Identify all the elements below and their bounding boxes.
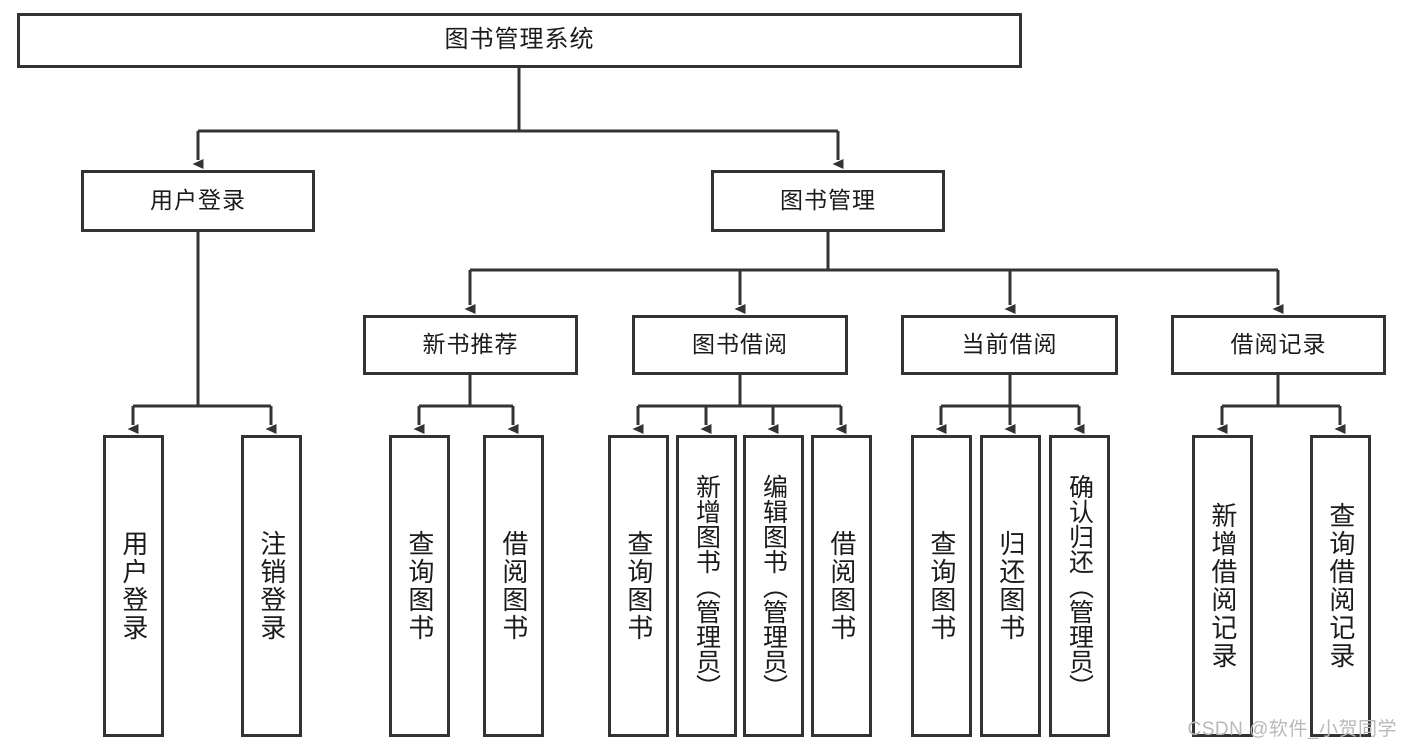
node-user-login[interactable]: 用户登录 — [81, 170, 315, 232]
node-label: 图书管理 — [780, 187, 876, 214]
leaf-current-borrow-confirm-return[interactable]: 确认归还（管理员） — [1049, 435, 1110, 737]
leaf-user-login-signin[interactable]: 用户登录 — [103, 435, 164, 737]
node-label: 用户登录 — [118, 530, 149, 642]
node-label: 查询借阅记录 — [1325, 502, 1356, 670]
node-label: 新增借阅记录 — [1207, 502, 1238, 670]
node-label: 当前借阅 — [961, 331, 1058, 358]
node-book-borrow[interactable]: 图书借阅 — [632, 315, 848, 375]
leaf-borrow-record-add[interactable]: 新增借阅记录 — [1192, 435, 1253, 737]
leaf-user-login-signout[interactable]: 注销登录 — [241, 435, 302, 737]
node-label: 查询图书 — [404, 530, 435, 642]
leaf-book-borrow-edit[interactable]: 编辑图书（管理员） — [743, 435, 804, 737]
leaf-book-borrow-query[interactable]: 查询图书 — [608, 435, 669, 737]
node-label: 用户登录 — [150, 187, 246, 214]
node-current-borrow[interactable]: 当前借阅 — [901, 315, 1118, 375]
leaf-new-book-query[interactable]: 查询图书 — [389, 435, 450, 737]
node-label: 借阅图书 — [498, 530, 529, 642]
node-label: 图书借阅 — [692, 331, 788, 358]
node-borrow-record[interactable]: 借阅记录 — [1171, 315, 1386, 375]
node-root-library-system[interactable]: 图书管理系统 — [17, 13, 1022, 68]
leaf-borrow-record-query[interactable]: 查询借阅记录 — [1310, 435, 1371, 737]
node-label: 新增图书（管理员） — [692, 473, 721, 699]
watermark: CSDN @软件_小贺同学 — [1187, 719, 1397, 740]
leaf-book-borrow-add[interactable]: 新增图书（管理员） — [676, 435, 737, 737]
node-label: 归还图书 — [995, 530, 1026, 642]
node-label: 借阅图书 — [826, 530, 857, 642]
leaf-new-book-borrow[interactable]: 借阅图书 — [483, 435, 544, 737]
leaf-book-borrow-lend[interactable]: 借阅图书 — [811, 435, 872, 737]
node-label: 确认归还（管理员） — [1065, 473, 1094, 699]
node-label: 图书管理系统 — [444, 26, 595, 54]
node-label: 查询图书 — [926, 530, 957, 642]
leaf-current-borrow-return[interactable]: 归还图书 — [980, 435, 1041, 737]
node-label: 借阅记录 — [1230, 331, 1327, 358]
node-new-book-recommend[interactable]: 新书推荐 — [363, 315, 578, 375]
node-label: 新书推荐 — [422, 331, 519, 358]
node-label: 查询图书 — [623, 530, 654, 642]
node-book-management[interactable]: 图书管理 — [711, 170, 945, 232]
node-label: 注销登录 — [256, 530, 287, 642]
leaf-current-borrow-query[interactable]: 查询图书 — [911, 435, 972, 737]
node-label: 编辑图书（管理员） — [759, 473, 788, 699]
